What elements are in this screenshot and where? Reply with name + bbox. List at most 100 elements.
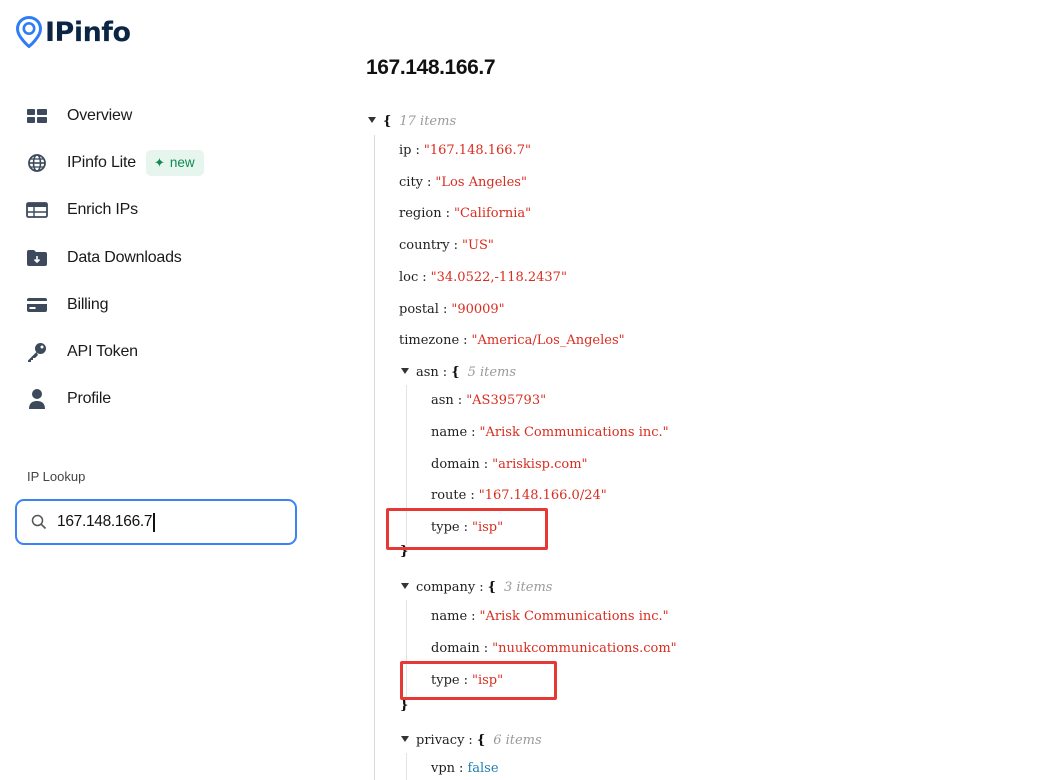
- json-object-row-privacy[interactable]: privacy:{6 items: [401, 731, 542, 751]
- json-key: asn: [416, 365, 439, 380]
- colon: :: [483, 641, 489, 656]
- badge-label: new: [169, 155, 195, 171]
- highlight-box: [386, 508, 548, 550]
- json-key: asn: [431, 393, 454, 408]
- colon: :: [442, 302, 448, 317]
- colon: :: [459, 761, 464, 776]
- json-value: "ariskisp.com": [492, 457, 588, 472]
- tree-guide-line: [374, 135, 375, 780]
- json-key: ip: [399, 143, 412, 158]
- globe-icon: [26, 152, 48, 174]
- collapse-caret-icon[interactable]: [401, 583, 409, 589]
- location-pin-logo-icon: [16, 16, 42, 48]
- colon: :: [453, 238, 459, 253]
- item-count: 6 items: [493, 733, 542, 748]
- json-field-row: country:"US": [399, 236, 494, 256]
- json-key: domain: [431, 457, 480, 472]
- colon: :: [470, 488, 475, 503]
- json-field-row: city:"Los Angeles": [399, 173, 527, 193]
- json-object-row-company[interactable]: company:{3 items: [401, 578, 552, 598]
- close-brace: }: [400, 544, 409, 559]
- download-folder-icon: [26, 247, 48, 269]
- json-key: domain: [431, 641, 480, 656]
- tree-guide-line: [406, 600, 407, 700]
- sidebar-item-api-token[interactable]: API Token: [26, 328, 326, 375]
- sidebar-item-overview[interactable]: Overview: [26, 92, 326, 139]
- json-field-row: type:"isp": [431, 671, 503, 691]
- overview-icon: [26, 105, 48, 127]
- json-value: "90009": [451, 302, 505, 317]
- json-key: name: [431, 425, 468, 440]
- json-value: "167.148.166.7": [423, 143, 531, 158]
- json-value: "isp": [471, 673, 504, 688]
- colon: :: [427, 175, 432, 190]
- colon: :: [471, 425, 476, 440]
- sidebar-item-label: Overview: [67, 106, 133, 124]
- json-key: region: [399, 206, 442, 221]
- credit-card-icon: [26, 294, 48, 316]
- sidebar-item-label: Profile: [67, 390, 111, 408]
- json-field-row: timezone:"America/Los_Angeles": [399, 331, 625, 351]
- json-value: "America/Los_Angeles": [471, 333, 625, 348]
- json-value: "34.0522,-118.2437": [430, 270, 567, 285]
- json-object-row-asn[interactable]: asn:{5 items: [401, 363, 516, 383]
- json-value: "nuukcommunications.com": [492, 641, 677, 656]
- tree-guide-line: [406, 753, 407, 780]
- open-brace: {: [383, 114, 392, 129]
- open-brace: {: [476, 733, 486, 748]
- collapse-caret-icon[interactable]: [401, 736, 409, 742]
- json-key: country: [399, 238, 450, 253]
- json-key: name: [431, 609, 468, 624]
- item-count: 5 items: [467, 365, 517, 380]
- colon: :: [483, 457, 489, 472]
- tree-guide-line: [406, 385, 407, 545]
- brand-name: IPinfo: [45, 16, 131, 48]
- ipinfo-logo[interactable]: IPinfo: [16, 14, 131, 50]
- sidebar-item-billing[interactable]: Billing: [26, 281, 326, 328]
- json-field-row: postal:"90009": [399, 300, 505, 320]
- sidebar-item-enrich-ips[interactable]: Enrich IPs: [26, 187, 326, 234]
- sidebar-item-ipinfo-lite[interactable]: IPinfo Lite ✦ new: [26, 139, 326, 186]
- sidebar-item-label: IPinfo Lite: [67, 153, 136, 171]
- collapse-caret-icon[interactable]: [401, 368, 409, 374]
- json-value: "isp": [471, 520, 504, 535]
- colon: :: [479, 580, 484, 595]
- sidebar-item-label: Enrich IPs: [67, 201, 138, 219]
- json-field-row: name:"Arisk Communications inc.": [431, 423, 669, 443]
- sparkle-icon: ✦: [153, 154, 165, 170]
- json-field-row: ip:"167.148.166.7": [399, 141, 531, 161]
- ip-lookup-input[interactable]: 167.148.166.7: [15, 499, 297, 545]
- json-key: type: [431, 520, 460, 535]
- json-field-row: domain:"ariskisp.com": [431, 455, 588, 475]
- sidebar-nav: Overview IPinfo Lite ✦ new Enrich IPs Da…: [26, 92, 326, 423]
- json-field-row: region:"California": [399, 204, 531, 224]
- json-value: "Arisk Communications inc.": [479, 425, 669, 440]
- json-value: "Los Angeles": [435, 175, 527, 190]
- sidebar-item-profile[interactable]: Profile: [26, 376, 326, 423]
- colon: :: [463, 520, 468, 535]
- json-field-row: asn:"AS395793": [431, 391, 546, 411]
- search-icon: [31, 513, 49, 531]
- open-brace: {: [487, 580, 496, 595]
- collapse-caret-icon[interactable]: [368, 117, 376, 123]
- json-field-row: name:"Arisk Communications inc.": [431, 607, 669, 627]
- json-key: privacy: [416, 733, 465, 748]
- sidebar-item-label: API Token: [67, 343, 138, 361]
- close-brace: }: [400, 698, 409, 713]
- json-key: company: [416, 580, 476, 595]
- sidebar-item-data-downloads[interactable]: Data Downloads: [26, 234, 326, 281]
- json-key: postal: [399, 302, 439, 317]
- item-count: 3 items: [504, 580, 553, 595]
- colon: :: [457, 393, 463, 408]
- search-value: 167.148.166.7: [57, 513, 153, 530]
- colon: :: [422, 270, 427, 285]
- json-field-row: route:"167.148.166.0/24": [431, 486, 607, 506]
- json-key: loc: [399, 270, 419, 285]
- json-value: "US": [462, 238, 494, 253]
- json-root-row[interactable]: {17 items: [368, 112, 456, 132]
- table-icon: [26, 199, 48, 221]
- sidebar-item-label: Billing: [67, 295, 109, 313]
- json-key: route: [431, 488, 467, 503]
- json-value: "167.148.166.0/24": [478, 488, 607, 503]
- new-badge: ✦ new: [145, 149, 204, 176]
